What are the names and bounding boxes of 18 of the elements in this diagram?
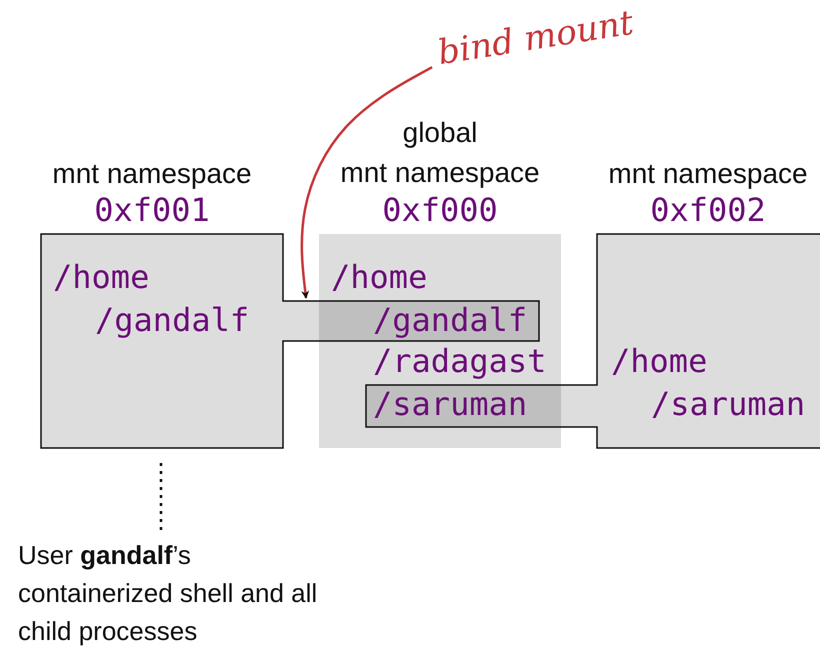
namespace-label: mnt namespace [608, 157, 808, 191]
namespace-id: 0xf000 [382, 190, 498, 230]
directory-path: /saruman [373, 384, 528, 424]
directory-path: /home [53, 257, 150, 297]
namespace-label: mnt namespace [52, 157, 252, 191]
directory-path: /gandalf [373, 300, 528, 340]
directory-path: /radagast [373, 341, 546, 381]
directory-path: /gandalf [95, 300, 250, 340]
bind-mount-arrow [300, 66, 433, 299]
process-note: User gandalf’s containerized shell and all child processes [18, 536, 318, 649]
namespace-id: 0xf002 [650, 190, 766, 230]
directory-path: /home [611, 341, 708, 381]
namespace-label: global mnt namespace [340, 116, 540, 190]
namespace-id: 0xf001 [94, 190, 210, 230]
bind-mount-label: bind mount [435, 2, 636, 74]
dotted-connector [160, 462, 162, 530]
directory-path: /saruman [651, 384, 806, 424]
directory-path: /home [331, 257, 428, 297]
